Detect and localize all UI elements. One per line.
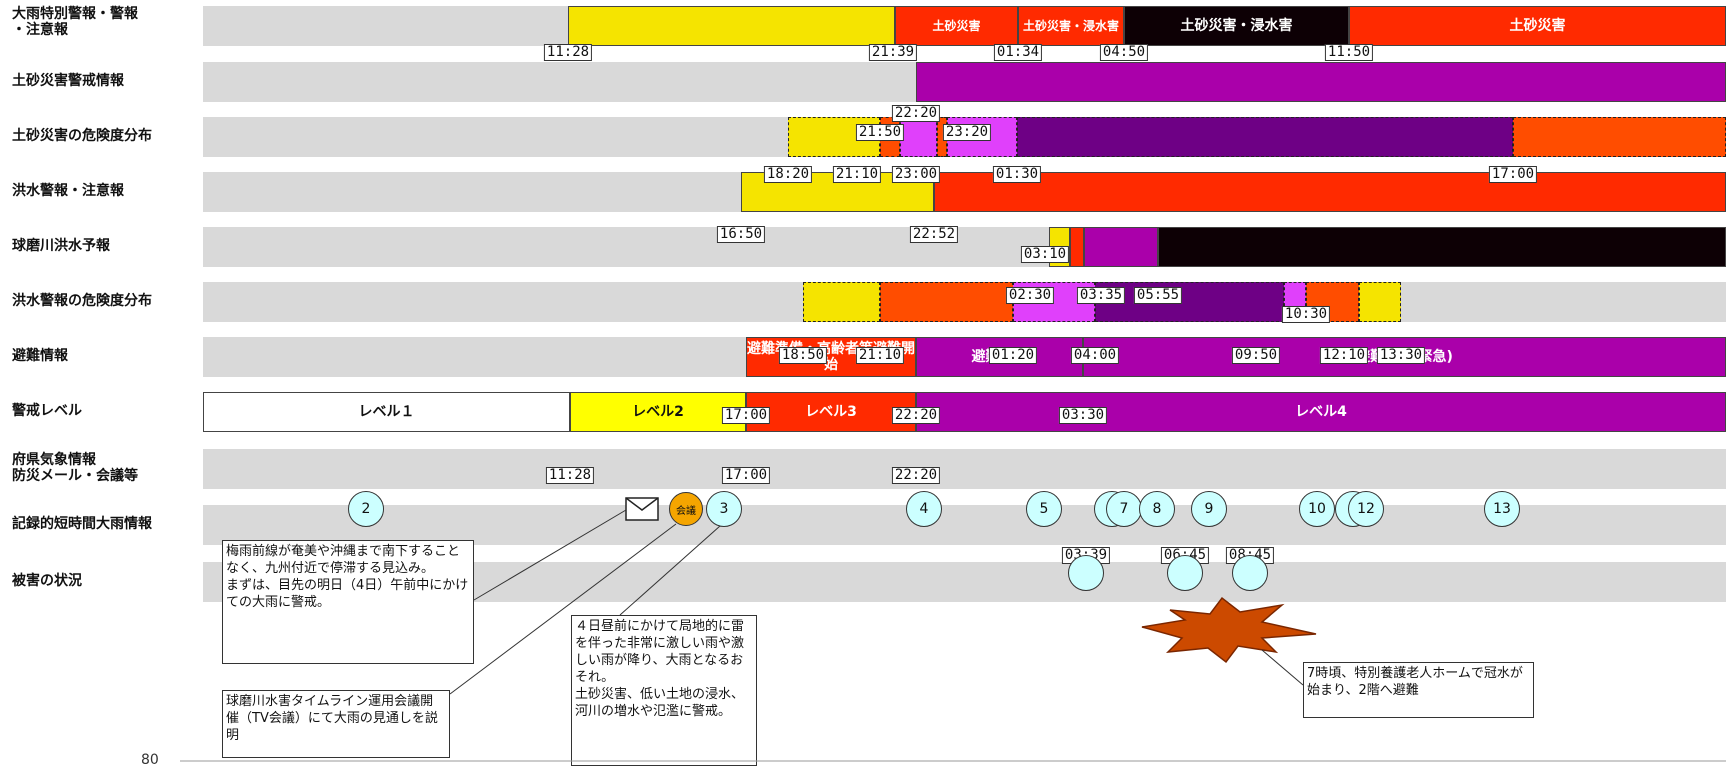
time-label: 03:10 bbox=[1020, 246, 1070, 263]
time-label: 18:20 bbox=[763, 166, 813, 183]
segment-row5-25 bbox=[1359, 282, 1401, 322]
segment-row4-18 bbox=[1158, 227, 1726, 267]
info-number-marker bbox=[1068, 555, 1104, 591]
segment-row7-30: レベル2 bbox=[570, 392, 746, 432]
time-label: 17:00 bbox=[721, 407, 771, 424]
callout-note3: ４日昼前にかけて局地的に雷を伴った非常に激しい雨や激しい雨が降り、大雨となるおそ… bbox=[571, 615, 757, 766]
time-label: 10:30 bbox=[1281, 306, 1331, 323]
time-label: 17:00 bbox=[721, 467, 771, 484]
meeting-marker: 会議 bbox=[669, 492, 703, 526]
segment-row5-20 bbox=[880, 282, 1013, 322]
segment-row1-5 bbox=[916, 62, 1726, 102]
info-number-marker: 2 bbox=[348, 491, 384, 527]
time-label: 12:10 bbox=[1319, 347, 1369, 364]
track-r8 bbox=[203, 449, 1726, 489]
info-number-marker: 4 bbox=[906, 491, 942, 527]
info-number-marker: 9 bbox=[1191, 491, 1227, 527]
time-label: 09:50 bbox=[1231, 347, 1281, 364]
row-label-r4: 球磨川洪水予報 bbox=[12, 238, 110, 254]
segment-row0-3: 土砂災害・浸水害 bbox=[1124, 6, 1349, 46]
segment-row2-8 bbox=[900, 117, 937, 157]
segment-row7-29: レベル１ bbox=[203, 392, 570, 432]
time-label: 17:00 bbox=[1488, 166, 1538, 183]
row-label-r10: 被害の状況 bbox=[12, 573, 82, 589]
info-number-marker bbox=[1167, 555, 1203, 591]
info-number-marker: 13 bbox=[1484, 491, 1520, 527]
time-label: 16:50 bbox=[716, 226, 766, 243]
callout-note1: 梅雨前線が奄美や沖縄まで南下することなく、九州付近で停滞する見込み。 まずは、目… bbox=[222, 540, 474, 664]
time-label: 02:30 bbox=[1005, 287, 1055, 304]
time-label: 04:50 bbox=[1099, 44, 1149, 61]
time-label: 04:00 bbox=[1070, 347, 1120, 364]
row-label-r0: 大雨特別警報・警報 ・注意報 bbox=[12, 6, 138, 38]
segment-row7-32: レベル4 bbox=[916, 392, 1726, 432]
info-number-marker: 10 bbox=[1299, 491, 1335, 527]
segment-row3-14 bbox=[934, 172, 1726, 212]
time-label: 05:55 bbox=[1133, 287, 1183, 304]
info-number-marker: 5 bbox=[1026, 491, 1062, 527]
row-label-r5: 洪水警報の危険度分布 bbox=[12, 293, 152, 309]
segment-row0-2: 土砂災害・浸水害 bbox=[1018, 6, 1124, 46]
time-label: 01:30 bbox=[992, 166, 1042, 183]
segment-row0-4: 土砂災害 bbox=[1349, 6, 1726, 46]
explosion-icon bbox=[1141, 596, 1317, 664]
segment-row0-0 bbox=[568, 6, 895, 46]
time-label: 23:20 bbox=[942, 124, 992, 141]
info-number-marker: 12 bbox=[1348, 491, 1384, 527]
time-label: 21:50 bbox=[855, 124, 905, 141]
segment-row2-12 bbox=[1513, 117, 1726, 157]
callout-note2: 球磨川水害タイムライン運用会議開催（TV会議）にて大雨の見通しを説明 bbox=[222, 690, 450, 758]
segment-row4-17 bbox=[1084, 227, 1158, 267]
row-label-r9: 記録的短時間大雨情報 bbox=[12, 516, 152, 532]
time-label: 22:52 bbox=[909, 226, 959, 243]
row-label-r8: 府県気象情報 防災メール・会議等 bbox=[12, 452, 138, 484]
time-label: 23:00 bbox=[891, 166, 941, 183]
time-label: 22:20 bbox=[891, 105, 941, 122]
time-label: 11:50 bbox=[1324, 44, 1374, 61]
time-label: 18:50 bbox=[778, 347, 828, 364]
info-number-marker bbox=[1232, 555, 1268, 591]
segment-row0-1: 土砂災害 bbox=[895, 6, 1018, 46]
info-number-marker: 8 bbox=[1139, 491, 1175, 527]
row-label-r2: 土砂災害の危険度分布 bbox=[12, 128, 152, 144]
time-label: 21:10 bbox=[855, 347, 905, 364]
info-number-marker: 7 bbox=[1106, 491, 1142, 527]
time-label: 11:28 bbox=[545, 467, 595, 484]
time-label: 21:10 bbox=[832, 166, 882, 183]
segment-row7-31: レベル3 bbox=[746, 392, 916, 432]
info-number-marker: 3 bbox=[706, 491, 742, 527]
time-label: 11:28 bbox=[543, 44, 593, 61]
time-label: 13:30 bbox=[1376, 347, 1426, 364]
leader-line-note4 bbox=[1261, 649, 1304, 686]
segment-row5-19 bbox=[803, 282, 880, 322]
axis-number: 80 bbox=[141, 752, 159, 768]
time-label: 21:39 bbox=[868, 44, 918, 61]
row-label-r3: 洪水警報・注意報 bbox=[12, 183, 124, 199]
time-label: 22:20 bbox=[891, 467, 941, 484]
segment-row4-16 bbox=[1070, 227, 1084, 267]
row-label-r7: 警戒レベル bbox=[12, 403, 82, 419]
segment-row2-11 bbox=[1017, 117, 1513, 157]
segment-row5-22 bbox=[1095, 282, 1284, 322]
callout-note4: 7時頃、特別養護老人ホームで冠水が始まり、2階へ避難 bbox=[1303, 662, 1534, 718]
time-label: 03:35 bbox=[1076, 287, 1126, 304]
row-label-r6: 避難情報 bbox=[12, 348, 68, 364]
time-label: 03:30 bbox=[1058, 407, 1108, 424]
time-label: 01:34 bbox=[993, 44, 1043, 61]
row-label-r1: 土砂災害警戒情報 bbox=[12, 73, 124, 89]
time-label: 22:20 bbox=[891, 407, 941, 424]
time-label: 01:20 bbox=[988, 347, 1038, 364]
